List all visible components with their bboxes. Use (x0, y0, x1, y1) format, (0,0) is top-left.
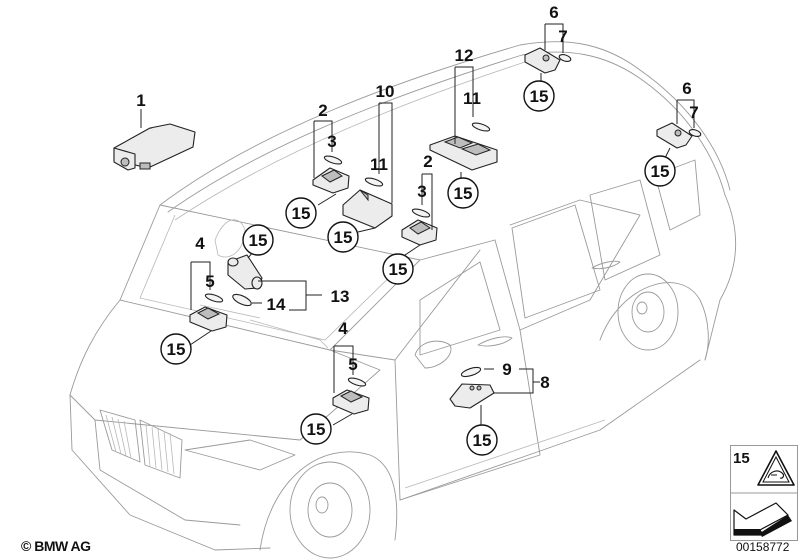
callout-9: 9 (502, 360, 511, 379)
callout-2: 2 (423, 152, 432, 171)
part-6-luggage-light-a[interactable] (524, 47, 561, 74)
svg-text:15: 15 (651, 162, 670, 181)
callout-12: 12 (455, 46, 474, 65)
circled-callout-15: 15 (327, 221, 359, 253)
next-page-arrow-icon[interactable] (733, 502, 792, 537)
callout-5: 5 (348, 355, 357, 374)
part-8-door-light[interactable] (449, 383, 495, 409)
circled-callout-15: 15 (644, 155, 676, 187)
callout-3: 3 (327, 132, 336, 151)
callout-8: 8 (540, 373, 549, 392)
svg-text:15: 15 (530, 87, 549, 106)
svg-text:15: 15 (167, 340, 186, 359)
part-5-bulb-left[interactable] (204, 292, 224, 303)
svg-text:15: 15 (389, 260, 408, 279)
part-4-footwell-light-right[interactable] (332, 389, 370, 415)
svg-text:15: 15 (454, 184, 473, 203)
document-number: 00158772 (736, 540, 790, 554)
circled-callout-15: 15 (466, 424, 498, 456)
legend-item-number: 15 (733, 450, 750, 467)
circled-callout-15: 15 (382, 253, 414, 285)
circled-callout-15: 15 (300, 413, 332, 445)
callout-3: 3 (417, 182, 426, 201)
callout-numbers: 1 2 3 10 11 12 11 2 3 6 7 6 7 4 5 13 14 … (136, 3, 698, 392)
circled-callout-15: 15 (285, 197, 317, 229)
part-12-overhead-console[interactable] (429, 135, 498, 171)
part-6-luggage-light-b[interactable] (656, 122, 693, 149)
svg-text:15: 15 (292, 204, 311, 223)
part-7-bulb-a[interactable] (558, 53, 572, 62)
part-2-reading-light-left[interactable] (312, 167, 350, 194)
svg-text:15: 15 (307, 420, 326, 439)
legend-box: 15 (730, 445, 798, 541)
callout-6: 6 (549, 3, 558, 22)
callout-2: 2 (318, 101, 327, 120)
callout-4: 4 (195, 234, 205, 253)
part-9-bulb[interactable] (460, 366, 482, 379)
part-3-bulb-left[interactable] (323, 154, 343, 165)
leader-lines (140, 23, 695, 427)
car-outline (69, 41, 737, 559)
svg-text:15: 15 (473, 431, 492, 450)
callout-7: 7 (558, 27, 567, 46)
callout-14: 14 (267, 295, 286, 314)
callout-7: 7 (689, 103, 698, 122)
part-13-glovebox-light[interactable] (227, 254, 263, 290)
part-14-bulb[interactable] (231, 292, 253, 308)
svg-text:15: 15 (249, 231, 268, 250)
circled-callout-15: 15 (242, 224, 274, 256)
warning-triangle-clip-icon (757, 450, 795, 486)
callout-4: 4 (338, 319, 348, 338)
callout-6: 6 (682, 79, 691, 98)
circled-callout-15: 15 (447, 177, 479, 209)
part-1-module[interactable] (113, 123, 196, 171)
callout-13: 13 (331, 287, 350, 306)
copyright-text: © BMW AG (21, 538, 91, 554)
svg-text:15: 15 (334, 228, 353, 247)
callout-11: 11 (463, 89, 481, 108)
part-10-dome-light[interactable] (342, 189, 393, 229)
callout-5: 5 (205, 272, 214, 291)
part-2-reading-light-right[interactable] (401, 219, 438, 246)
callout-11: 11 (370, 155, 388, 174)
part-3-bulb-right[interactable] (411, 207, 431, 218)
part-5-bulb-right[interactable] (347, 376, 367, 387)
circled-callout-15: 15 (523, 80, 555, 112)
circled-callouts-15: 15 15 15 15 15 15 15 15 15 15 (160, 80, 676, 456)
callout-10: 10 (376, 82, 395, 101)
part-11-bulb-b[interactable] (471, 121, 491, 132)
circled-callout-15: 15 (160, 333, 192, 365)
part-7-bulb-b[interactable] (688, 128, 702, 137)
callout-1: 1 (136, 91, 145, 110)
part-11-bulb-a[interactable] (364, 176, 384, 187)
part-4-footwell-light-left[interactable] (189, 306, 228, 332)
